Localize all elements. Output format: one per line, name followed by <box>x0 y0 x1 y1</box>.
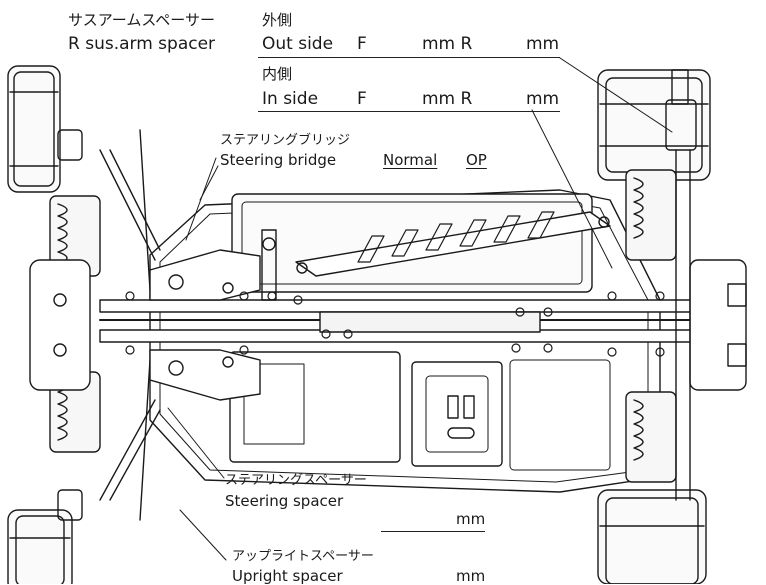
steering-bridge-label-en: Steering bridge <box>220 151 337 169</box>
rear-suspension-icon <box>625 69 747 501</box>
steering-bridge-normal-option: Normal <box>383 151 438 169</box>
steering-spacer-label-en: Steering spacer <box>225 492 344 510</box>
outside-underline <box>258 57 560 58</box>
front-right-tire-icon <box>7 509 73 584</box>
outside-rear-mm-label: mm <box>526 34 560 54</box>
outside-front-mm-rear-label: mm R <box>422 34 473 54</box>
sus-arm-spacer-label-jp: サスアームスペーサー <box>68 11 216 29</box>
front-suspension-icon <box>29 129 161 521</box>
inside-underline <box>258 111 560 112</box>
inside-front-mm-rear-label: mm R <box>422 89 473 109</box>
outside-label-jp: 外側 <box>262 11 293 29</box>
inside-rear-mm-label: mm <box>526 89 560 109</box>
steering-linkage-icon <box>149 229 277 401</box>
rear-left-tire-icon <box>597 69 711 181</box>
steering-bridge-label-jp: ステアリングブリッジ <box>220 133 351 148</box>
inside-front-label: F <box>357 89 367 109</box>
upright-spacer-label-en: Upright spacer <box>232 567 343 585</box>
outside-label-en: Out side <box>262 34 334 54</box>
steering-spacer-label-jp: ステアリングスペーサー <box>225 473 367 488</box>
outside-front-label: F <box>357 34 367 54</box>
upright-spacer-label-jp: アップライトスペーサー <box>232 549 374 564</box>
leader-lines <box>167 57 673 561</box>
sus-arm-spacer-label-en: R sus.arm spacer <box>68 34 216 54</box>
inside-label-en: In side <box>262 89 319 109</box>
inside-label-jp: 内側 <box>262 65 293 83</box>
front-left-tire-icon <box>7 65 61 193</box>
rear-right-tire-icon <box>597 489 707 584</box>
steering-spacer-mm-label: mm <box>456 510 486 528</box>
steering-bridge-op-option: OP <box>466 151 487 169</box>
steering-spacer-underline <box>381 531 485 532</box>
upright-spacer-mm-label: mm <box>456 567 486 585</box>
